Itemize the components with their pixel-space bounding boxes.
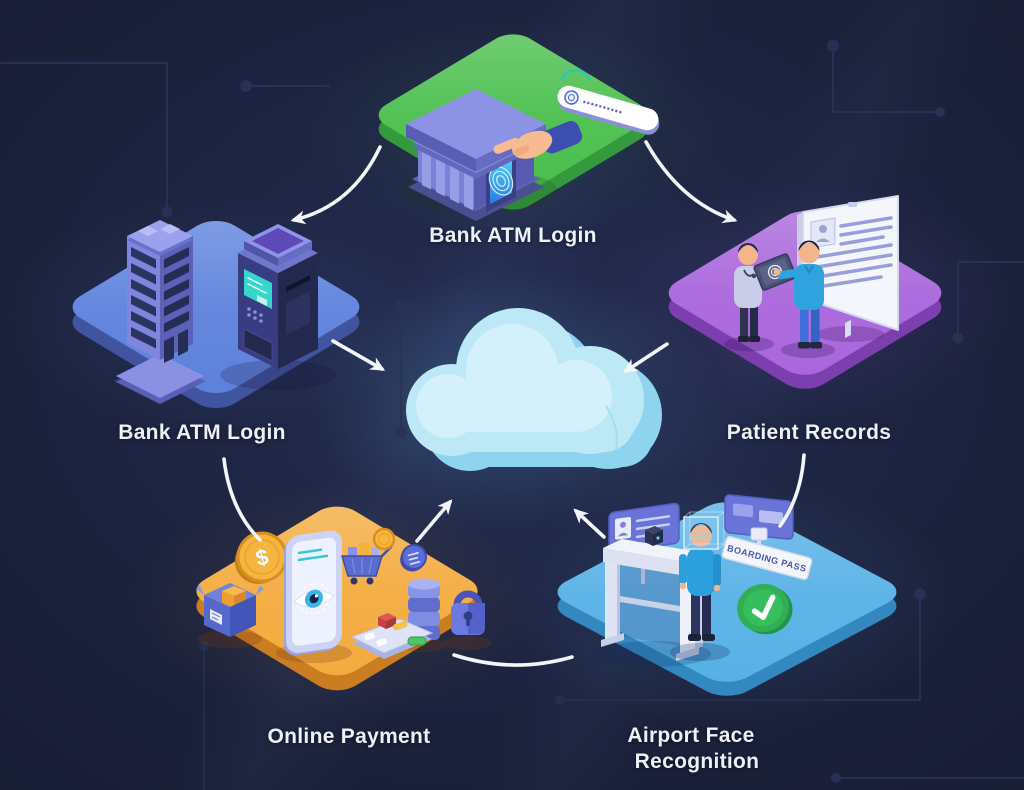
label-airport-line2: Recognition [634,750,760,773]
hand-icon [493,121,583,159]
cloud-icon [406,308,662,471]
smartphone-iris-icon [276,530,352,663]
small-coin-icon [372,527,396,551]
padlock-icon [444,590,492,650]
token-coin-icon [400,544,427,572]
office-tower-icon [114,220,206,404]
iris-eye-icon [293,582,335,615]
platform-blue [72,220,360,409]
keypad-tray-icon [350,613,434,659]
gate-camera-icon [645,526,663,546]
node-patient-records [668,195,942,389]
shopping-cart-icon [340,543,393,585]
label-bank-atm-left: Bank ATM Login [118,421,286,444]
node-airport-face-recognition: BOARDING PASS [557,494,897,696]
atm-machine-icon [220,224,336,390]
node-bank-atm-top: •••••••••• [378,34,660,221]
node-online-payment: $ [196,506,492,691]
check-badge-icon [737,583,793,635]
traveler-figure [670,511,730,661]
label-bank-atm-top: Bank ATM Login [429,224,597,247]
face-scan-frame-icon [683,511,725,550]
package-box-icon [196,583,264,648]
label-patient-records: Patient Records [726,421,892,444]
label-airport-face-recognition: Airport Face Recognition [627,723,759,775]
nurse-figure [773,240,835,358]
dollar-symbol: $ [253,544,271,571]
central-cloud [406,308,662,471]
password-pill: •••••••••• [557,68,660,135]
node-bank-atm-left [72,220,360,409]
doctor-figure [724,243,774,352]
patient-record-board-icon [797,195,899,342]
label-online-payment: Online Payment [267,725,431,748]
label-airport-line1: Airport Face [627,724,755,747]
